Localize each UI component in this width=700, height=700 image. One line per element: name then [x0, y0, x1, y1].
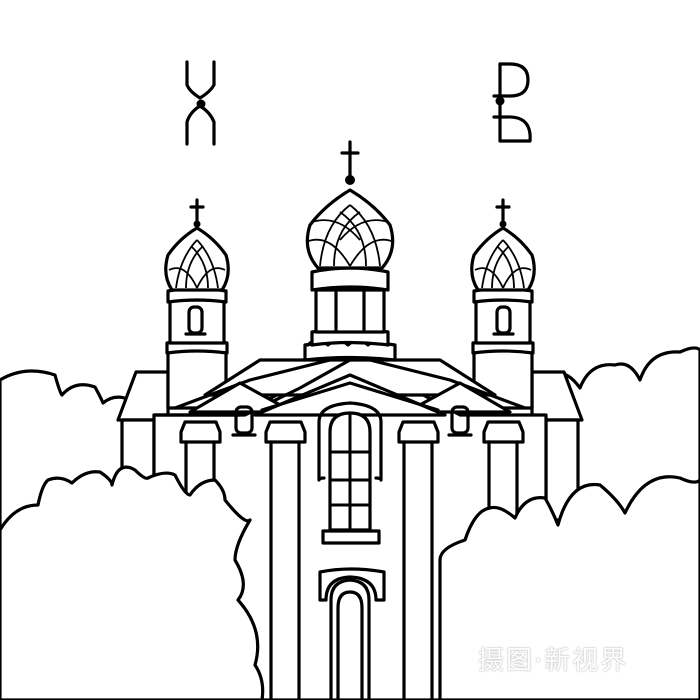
arched-door	[318, 567, 386, 700]
watermark: 摄图·新视界	[478, 646, 629, 676]
small-window-right	[447, 405, 473, 437]
central-dome	[303, 140, 397, 362]
right-gable	[405, 381, 512, 414]
glyph-x-icon	[185, 60, 216, 146]
left-gable	[188, 381, 295, 414]
bush-front-right	[438, 475, 700, 700]
left-tower	[164, 198, 230, 410]
bush-front-left	[0, 465, 265, 700]
right-tower	[470, 198, 536, 410]
glyph-b-icon	[492, 62, 532, 143]
central-arched-window	[317, 401, 383, 545]
small-window-left	[231, 405, 257, 437]
